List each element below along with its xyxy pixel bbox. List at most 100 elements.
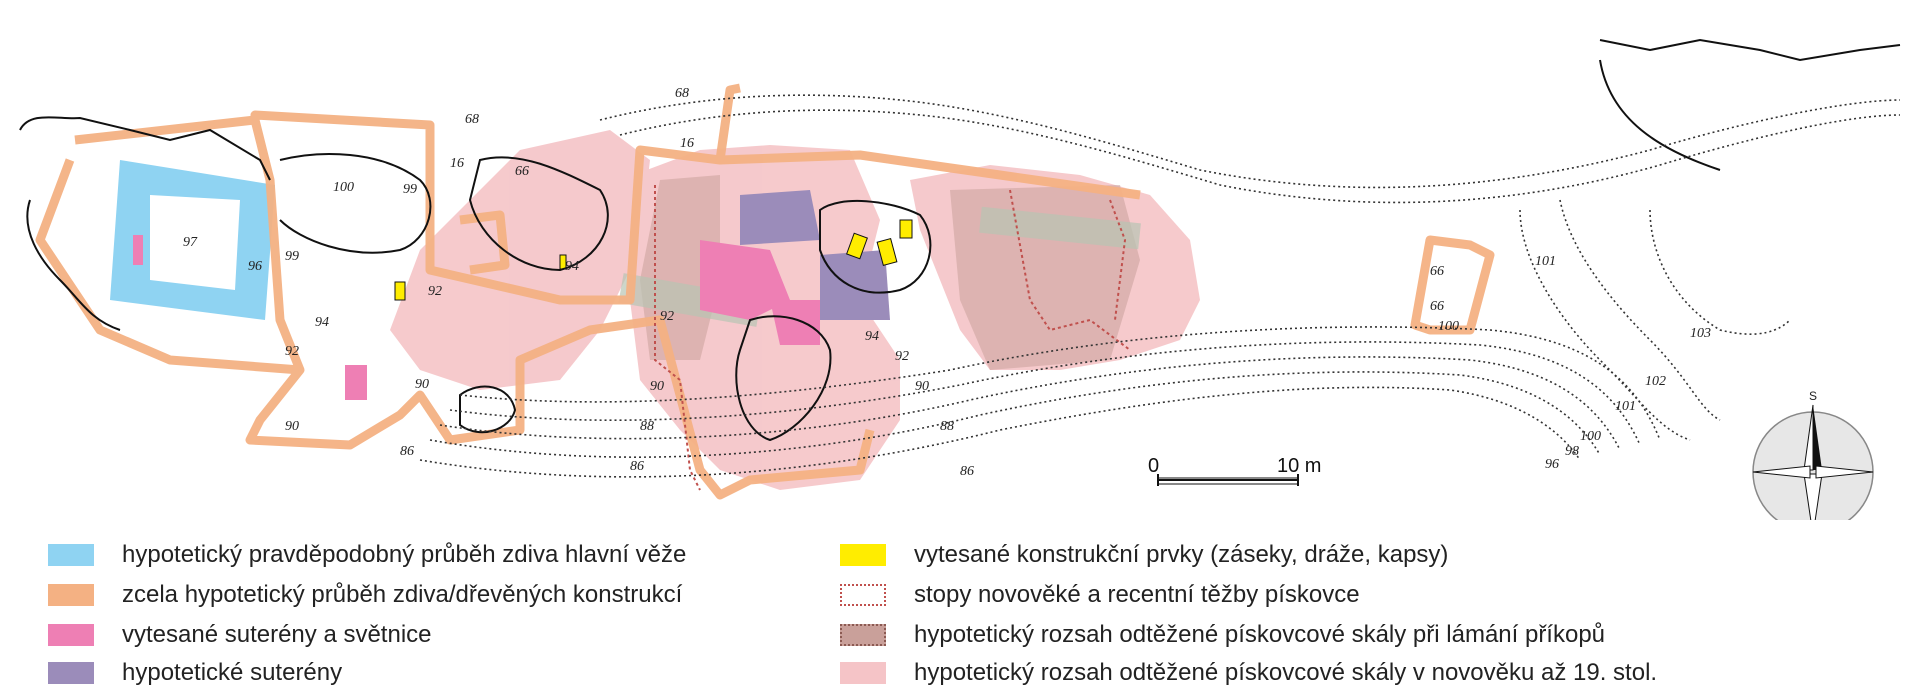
contour-label: 90 — [285, 419, 299, 434]
carved-elements — [394, 219, 913, 301]
legend-swatch-hyp-cellars — [48, 662, 94, 684]
legend-item-hypothetical-walls: zcela hypotetický průběh zdiva/dřevěných… — [48, 578, 682, 612]
map-legend: hypotetický pravděpodobný průběh zdiva h… — [0, 530, 1920, 693]
legend-swatch-carved — [840, 544, 886, 566]
contour-label: 86 — [960, 464, 974, 479]
contour-line — [429, 371, 1601, 458]
wall-outline-south — [35, 158, 875, 500]
contour-label: 100 — [333, 180, 354, 195]
contour-label: 88 — [640, 419, 654, 434]
wall-small-loop — [459, 210, 510, 275]
contour-label: 66 — [1430, 264, 1444, 279]
legend-swatch-tower — [48, 544, 94, 566]
scale-zero-label: 0 — [1148, 455, 1159, 477]
contour-line — [419, 386, 1581, 478]
rock-outline — [459, 385, 517, 434]
quarry-trace — [1109, 199, 1127, 321]
contour-label: 86 — [400, 444, 414, 459]
rock-outline — [1599, 38, 1901, 62]
hypothetical-walls — [35, 83, 1495, 500]
quarry-traces — [654, 185, 1131, 491]
contour-label: 16 — [680, 136, 694, 151]
legend-item-ditch: hypotetický rozsah odtěžené pískovcové s… — [840, 618, 1605, 652]
contour-label: 96 — [248, 259, 262, 274]
contour-lines — [419, 94, 1901, 478]
legend-label-ditch: hypotetický rozsah odtěžené pískovcové s… — [914, 621, 1606, 648]
legend-item-cellars: vytesané suterény a světnice — [48, 618, 432, 652]
grey-band-east — [979, 206, 1141, 250]
legend-swatch-quarry-trace — [840, 584, 886, 606]
rock-outline — [19, 116, 271, 181]
legend-item-hyp-cellars: hypotetické suterény — [48, 656, 342, 690]
compass-needle-south-icon — [1803, 473, 1823, 520]
contour-labels: 68 16 68 66 100 99 16 97 99 96 94 92 92 … — [183, 86, 1711, 479]
quarry-trace — [654, 185, 701, 491]
contour-label: 86 — [630, 459, 644, 474]
cellar-south-west — [345, 365, 367, 400]
contour-line — [619, 109, 1901, 204]
contour-label: 66 — [515, 164, 529, 179]
rock-outline — [468, 156, 609, 272]
contour-label: 90 — [915, 379, 929, 394]
cellar-center — [700, 240, 790, 320]
rock-outline — [26, 199, 121, 331]
compass-rose: S — [1752, 389, 1874, 520]
cellar-tower-west — [133, 235, 143, 265]
contour-label: 92 — [428, 284, 442, 299]
contour-label: 92 — [285, 344, 299, 359]
legend-label-tower: hypotetický pravděpodobný průběh zdiva h… — [122, 541, 687, 568]
rock-outline — [279, 153, 432, 254]
contour-line — [599, 94, 1901, 189]
contour-label: 66 — [1430, 299, 1444, 314]
legend-item-quarry-trace: stopy novověké a recentní těžby pískovce — [840, 578, 1360, 612]
legend-label-hypothetical-walls: zcela hypotetický průběh zdiva/dřevěných… — [122, 581, 683, 608]
contour-label: 94 — [865, 329, 879, 344]
contour-label: 101 — [1615, 399, 1636, 414]
legend-item-tower: hypotetický pravděpodobný průběh zdiva h… — [48, 538, 686, 572]
contour-label: 90 — [415, 377, 429, 392]
rock-outline — [1599, 59, 1721, 171]
hyp-cellar-north — [740, 190, 820, 245]
contour-label: 94 — [315, 315, 329, 330]
rock-outline — [735, 315, 832, 442]
contour-label: 92 — [895, 349, 909, 364]
compass-needle-west-icon — [1752, 465, 1811, 479]
rock-outlines — [19, 38, 1901, 442]
hyp-cellar-east — [820, 250, 890, 320]
contour-line — [1519, 209, 1691, 441]
contour-label: 100 — [1438, 319, 1459, 334]
contour-label: 88 — [940, 419, 954, 434]
contour-line — [459, 326, 1661, 441]
compass-needle-north-icon — [1813, 405, 1822, 470]
contour-label: 90 — [650, 379, 664, 394]
quarry-trace — [1009, 189, 1131, 351]
wall-north-spur — [715, 83, 741, 161]
scale-bar: 0 10 m — [1148, 455, 1321, 486]
legend-swatch-modern-rock — [840, 662, 886, 684]
wall-east-outcrop — [1410, 235, 1495, 335]
legend-label-carved: vytesané konstrukční prvky (záseky, dráž… — [914, 541, 1449, 568]
contour-label: 97 — [183, 235, 198, 250]
compass-needle-east-icon — [1815, 465, 1874, 479]
site-plan-map: 68 16 68 66 100 99 16 97 99 96 94 92 92 … — [19, 38, 1901, 520]
legend-item-modern-rock: hypotetický rozsah odtěžené pískovcové s… — [840, 656, 1657, 690]
contour-label: 102 — [1645, 374, 1666, 389]
contour-label: 16 — [450, 156, 464, 171]
contour-line — [439, 356, 1621, 451]
contour-label: 96 — [1545, 457, 1559, 472]
carved-element — [899, 219, 913, 239]
wall-inner-west — [250, 118, 305, 372]
contour-label: 92 — [660, 309, 674, 324]
compass-north-label: S — [1809, 389, 1817, 403]
carved-element — [876, 237, 898, 267]
legend-swatch-ditch — [840, 624, 886, 646]
hypothetical-cellars — [740, 190, 890, 320]
carved-cellars — [133, 235, 820, 400]
legend-label-cellars: vytesané suterény a světnice — [122, 621, 432, 648]
rock-outline — [819, 200, 932, 294]
legend-item-carved: vytesané konstrukční prvky (záseky, dráž… — [840, 538, 1448, 572]
cellar-center-south — [770, 300, 820, 345]
legend-label-modern-rock: hypotetický rozsah odtěžené pískovcové s… — [914, 659, 1658, 686]
contour-label: 99 — [403, 182, 417, 197]
legend-swatch-hypothetical-walls — [48, 584, 94, 606]
